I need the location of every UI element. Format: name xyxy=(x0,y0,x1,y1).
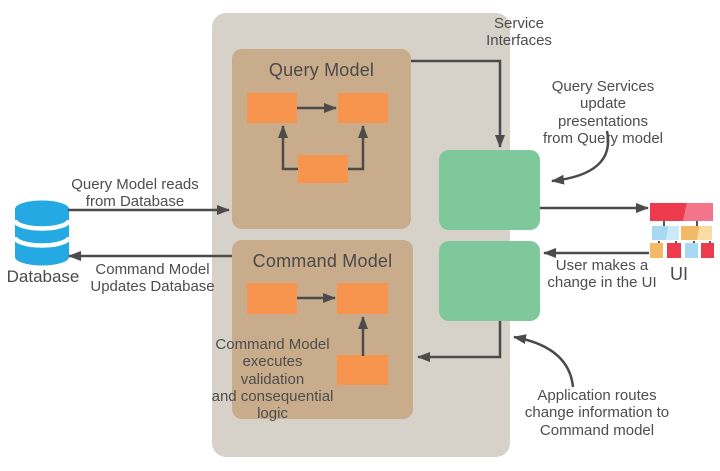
text-line: Service xyxy=(493,15,545,32)
ui-icon-connector xyxy=(663,218,665,230)
text-line: change information to xyxy=(524,404,670,422)
service-interface-query-box xyxy=(439,150,540,230)
annotation-query-services: Query Services update presentations from… xyxy=(533,78,673,147)
text-line: change in the UI xyxy=(547,274,657,292)
ui-icon-connector xyxy=(696,218,698,230)
query-model-node-2 xyxy=(338,93,388,123)
text-line: Query Model reads xyxy=(71,176,199,193)
annotation-app-routes: Application routes change information to… xyxy=(522,387,672,439)
service-interfaces-label: Service Interfaces xyxy=(477,15,561,50)
text-line: from Database xyxy=(85,193,185,211)
annotation-query-reads: Query Model reads from Database xyxy=(70,176,200,211)
query-model-title: Query Model xyxy=(268,60,375,80)
query-model-box: Query Model xyxy=(232,49,411,229)
text-line: Query Services xyxy=(551,78,655,95)
ui-icon-leaf-block xyxy=(667,243,681,258)
text-line: update presentations xyxy=(557,95,649,130)
ui-icon-leaf-block xyxy=(685,243,698,258)
text-line: executes validation xyxy=(240,353,305,388)
query-model-node-1 xyxy=(247,93,297,123)
service-interface-command-box xyxy=(439,241,540,321)
text-line: from Query model xyxy=(542,129,664,147)
text-line: Command Model xyxy=(95,261,210,278)
command-model-note: Command Model executes validation and co… xyxy=(210,336,335,422)
arrow-app-routes-note xyxy=(513,334,575,388)
database-cylinder-icon xyxy=(14,200,70,266)
ui-label: UI xyxy=(670,264,688,284)
text-line: and consequential xyxy=(211,387,334,405)
text-line: Interfaces xyxy=(486,32,552,50)
database-label: Database xyxy=(6,267,80,286)
command-model-node-3 xyxy=(337,355,388,385)
ui-icon-panel-block xyxy=(652,226,679,240)
command-model-node-2 xyxy=(337,283,388,314)
text-line: Application routes xyxy=(537,387,657,404)
text-line: User makes a xyxy=(555,257,649,274)
ui-icon-panel-block xyxy=(681,226,712,240)
query-model-node-3 xyxy=(298,155,348,183)
ui-wireframe-icon xyxy=(650,196,716,260)
command-model-node-1 xyxy=(247,283,297,314)
ui-icon-leaf-block xyxy=(650,243,663,258)
text-line: logic xyxy=(257,405,288,422)
annotation-user-change: User makes a change in the UI xyxy=(544,257,660,292)
ui-icon-header-block xyxy=(650,203,713,221)
text-line: Command Model xyxy=(215,336,330,353)
ui-icon-leaf-block xyxy=(701,243,714,258)
command-model-title: Command Model xyxy=(252,251,393,271)
text-line: Updates Database xyxy=(90,278,215,296)
text-line: Command model xyxy=(539,421,655,439)
annotation-command-updates: Command Model Updates Database xyxy=(90,261,215,296)
command-model-box: Command Model xyxy=(232,240,413,419)
